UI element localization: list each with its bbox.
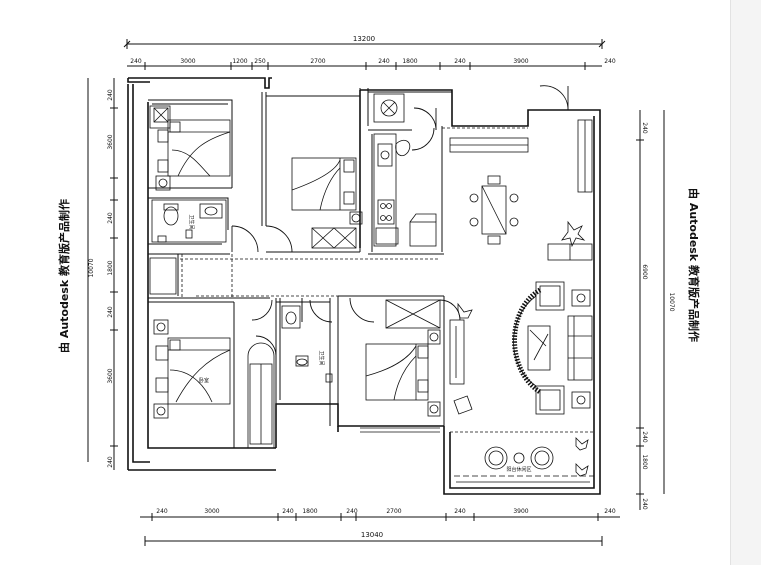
- bed-top-left: [153, 107, 231, 191]
- dim-top-seg-9: 240: [604, 58, 616, 65]
- dim-bottom-seg-8: 240: [604, 508, 616, 515]
- dim-bottom-seg-5: 2700: [386, 508, 401, 515]
- plant-dining: [547, 220, 593, 261]
- watermark-left-text: 由 Autodesk 教育版产品制作: [58, 199, 71, 354]
- dim-bottom-seg-3: 1800: [302, 508, 317, 515]
- dim-top-seg-2: 1200: [232, 58, 247, 65]
- inner-walls: [148, 88, 452, 449]
- dim-top-seg-0: 240: [130, 58, 142, 65]
- dim-left-seg-2: 240: [107, 212, 114, 224]
- dining-table: [469, 175, 519, 245]
- dim-top-seg-8: 3900: [513, 58, 528, 65]
- dim-bottom-seg-7: 3900: [513, 508, 528, 515]
- watermark-right-text: 由 Autodesk 教育版产品制作: [687, 187, 700, 342]
- bathroom-mid: 卫生间: [281, 305, 333, 383]
- dim-bottom-seg-6: 240: [454, 508, 466, 515]
- room-label-bedroom-bottom-left: 卧室: [199, 377, 209, 384]
- bathroom-top: 卫生间: [151, 199, 227, 243]
- bed-top-middle: [291, 157, 363, 249]
- dim-left-seg-0: 240: [107, 89, 114, 101]
- windows: [149, 105, 593, 483]
- dim-bottom-seg-1: 3000: [204, 508, 219, 515]
- dim-top-seg-6: 1800: [402, 58, 417, 65]
- dim-bottom-total-label: 13040: [361, 531, 383, 539]
- dim-right-seg-0: 240: [641, 122, 648, 134]
- dimension-bottom-total: 13040: [144, 531, 603, 546]
- balcony: 阳台休闲区: [454, 437, 594, 477]
- dimension-right: 10070 240 6900 240 1800 240: [636, 110, 675, 510]
- dim-left-seg-3: 1800: [107, 260, 114, 275]
- dim-right-seg-1: 6900: [641, 264, 648, 279]
- dim-top-seg-4: 2700: [310, 58, 325, 65]
- dim-bottom-seg-4: 240: [346, 508, 358, 515]
- bed-bottom-left: 卧室: [153, 319, 231, 419]
- dim-top-seg-1: 3000: [180, 58, 195, 65]
- dim-left-seg-4: 240: [107, 306, 114, 318]
- dim-right-total-label: 10070: [668, 292, 675, 311]
- dim-left-seg-5: 3600: [107, 368, 114, 383]
- dimension-top-total: 13200: [123, 35, 606, 49]
- floor-plan-drawing: 13200 240 3000 1200 250 2700 240 1800 24…: [87, 35, 675, 546]
- living-room: [449, 281, 593, 415]
- dim-right-seg-4: 240: [641, 498, 648, 510]
- room-label-bath-top: 卫生间: [188, 214, 195, 229]
- kitchen: [373, 93, 437, 247]
- dimension-top-segments: 240 3000 1200 250 2700 240 1800 240 3900…: [127, 58, 616, 70]
- dim-top-seg-5: 240: [378, 58, 390, 65]
- dim-bottom-seg-2: 240: [282, 508, 294, 515]
- dim-right-seg-3: 1800: [641, 454, 648, 469]
- room-label-bath-mid: 卫生间: [318, 350, 325, 365]
- dim-top-seg-7: 240: [454, 58, 466, 65]
- dim-left-total-label: 10070: [88, 258, 95, 277]
- openings: [180, 127, 594, 433]
- dim-left-seg-6: 240: [107, 456, 114, 468]
- room-label-balcony: 阳台休闲区: [506, 466, 531, 473]
- viewport-edge-strip: [730, 0, 761, 565]
- dimension-left: 10070 240 3600 240 1800 240 3600 240: [87, 78, 118, 470]
- dim-top-total-label: 13200: [353, 35, 375, 43]
- dim-bottom-seg-0: 240: [156, 508, 168, 515]
- dim-left-seg-1: 3600: [107, 134, 114, 149]
- bed-bottom-middle: [365, 329, 441, 417]
- dim-right-seg-2: 240: [641, 431, 648, 443]
- dimension-bottom-segments: 240 3000 240 1800 240 2700 240 3900 240: [140, 508, 620, 521]
- dim-top-seg-3: 250: [254, 58, 266, 65]
